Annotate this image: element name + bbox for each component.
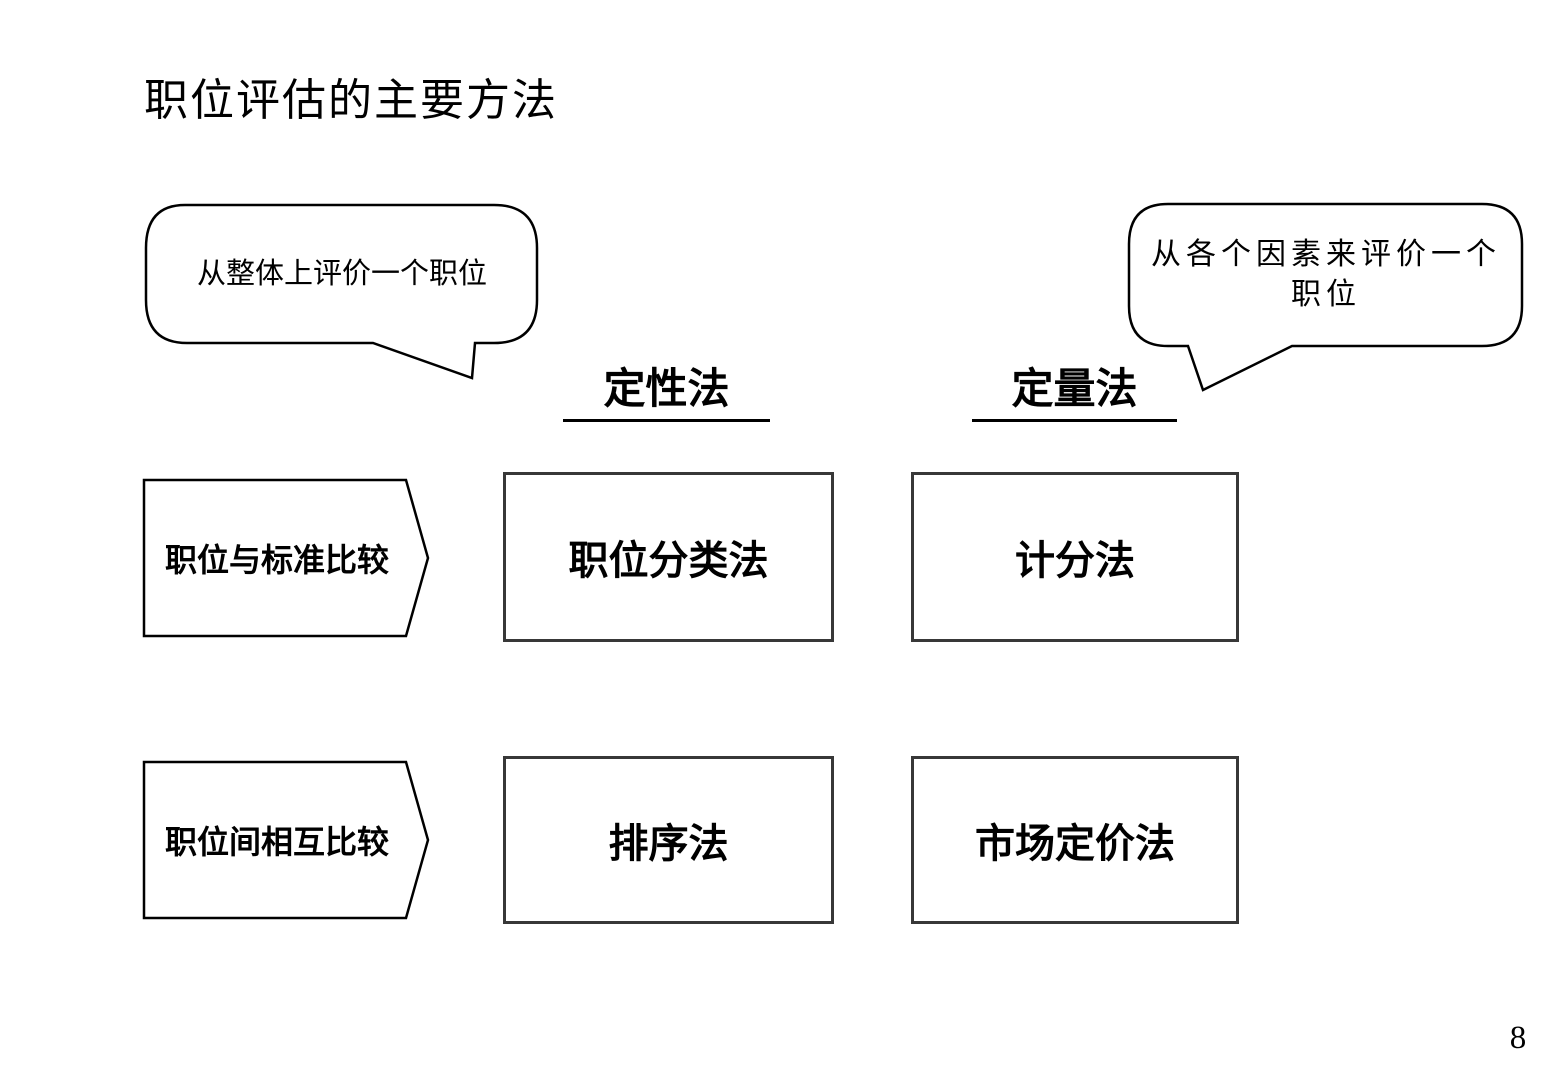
callout-holistic: 从整体上评价一个职位 xyxy=(144,203,540,383)
pentagon-arrow-icon xyxy=(142,478,430,638)
speech-bubble-icon xyxy=(144,203,539,380)
page-number: 8 xyxy=(1509,1020,1527,1056)
row-arrow-mutual-comparison: 职位间相互比较 xyxy=(142,760,431,920)
row-arrow-standard-comparison: 职位与标准比较 xyxy=(142,478,431,638)
method-box-label: 排序法 xyxy=(608,821,729,866)
slide-title: 职位评估的主要方法 xyxy=(144,76,558,125)
pentagon-arrow-icon xyxy=(142,760,430,920)
column-header-qualitative: 定性法 xyxy=(563,364,770,422)
callout-factor-based-text: 从各个因素来评价一个职位 xyxy=(1151,237,1501,311)
method-box-ranking: 排序法 xyxy=(503,756,834,924)
method-box-label: 职位分类法 xyxy=(568,538,769,583)
method-box-market-pricing: 市场定价法 xyxy=(911,756,1239,924)
method-box-point-factor: 计分法 xyxy=(911,472,1239,642)
callout-holistic-text: 从整体上评价一个职位 xyxy=(196,258,487,290)
callout-factor-based: 从各个因素来评价一个职位 xyxy=(1127,202,1525,394)
column-header-quantitative: 定量法 xyxy=(972,364,1177,422)
method-box-label: 市场定价法 xyxy=(975,821,1175,866)
row-arrow-label: 职位间相互比较 xyxy=(164,824,389,860)
speech-bubble-icon xyxy=(1127,202,1524,392)
row-arrow-label: 职位与标准比较 xyxy=(164,542,389,578)
method-box-label: 计分法 xyxy=(1015,538,1135,583)
method-box-job-classification: 职位分类法 xyxy=(503,472,834,642)
